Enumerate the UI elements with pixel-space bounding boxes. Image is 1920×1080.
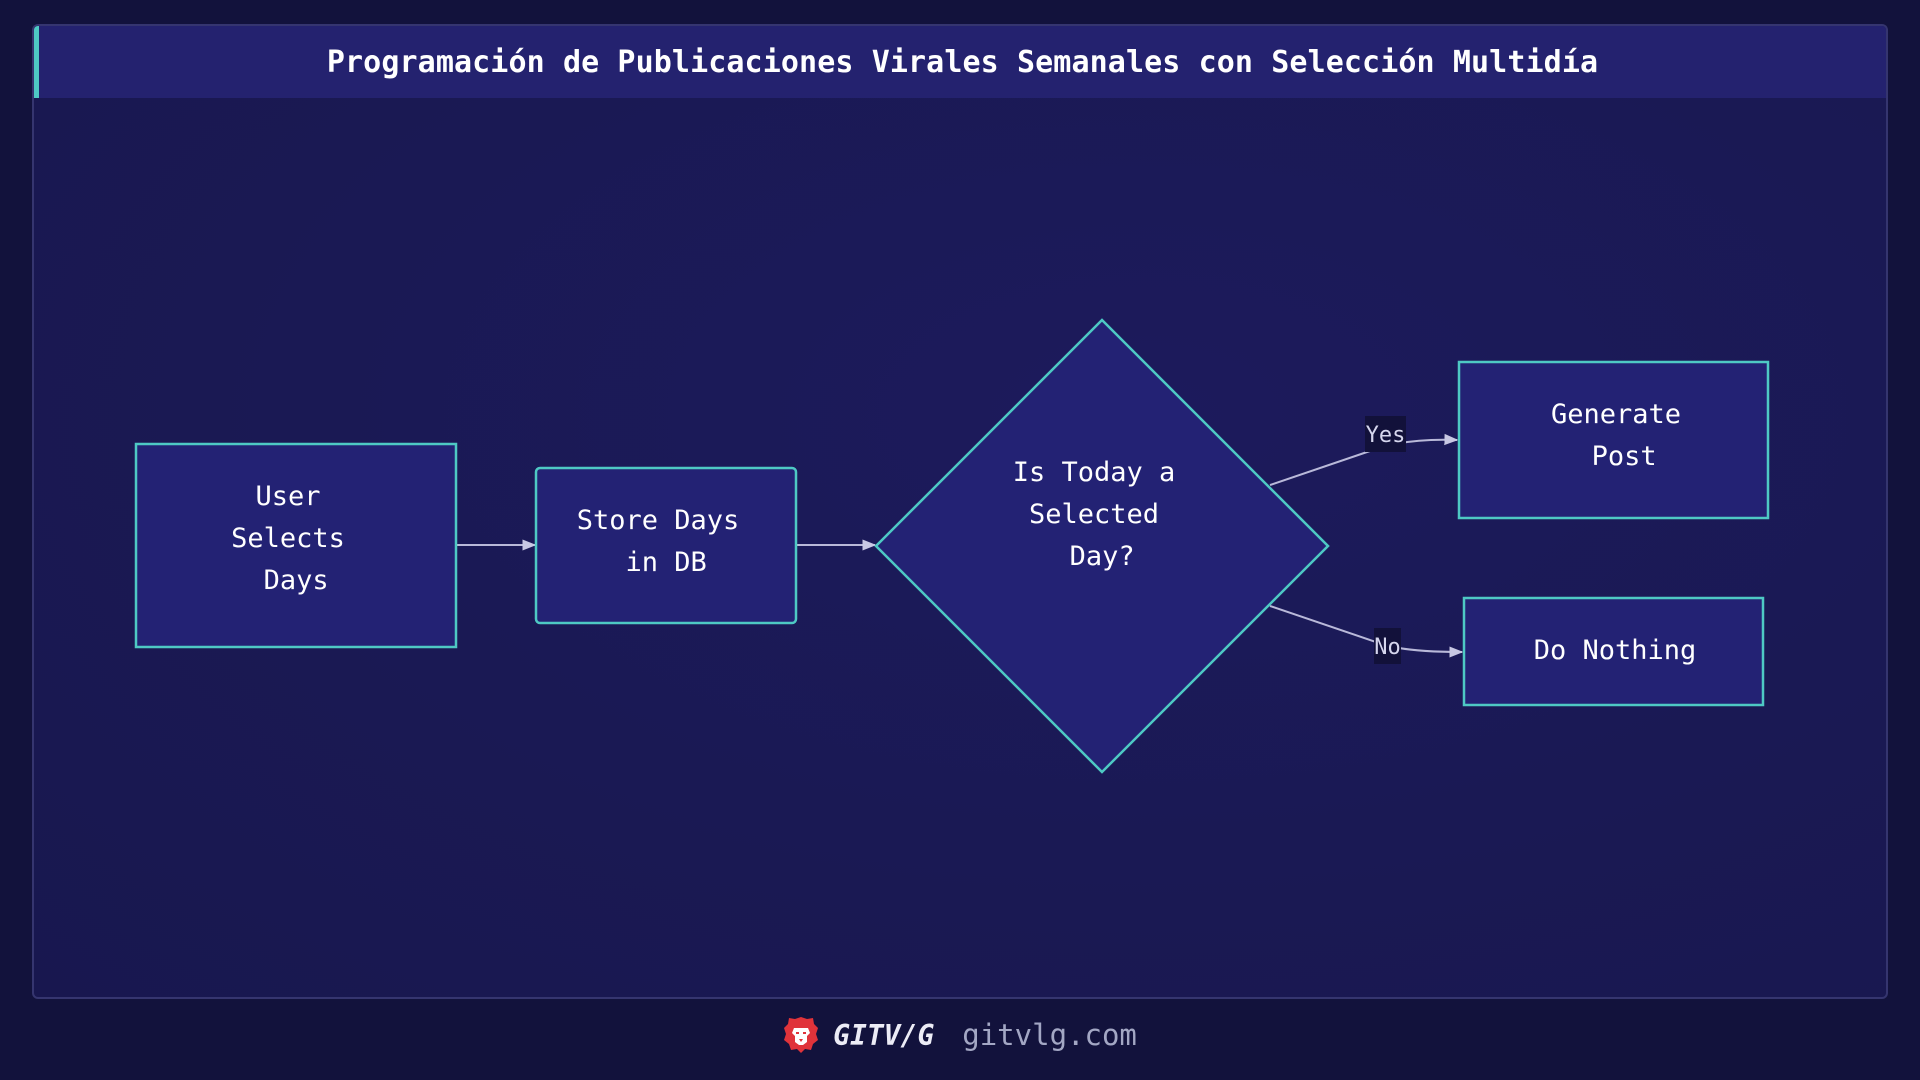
node-text-line: Do Nothing (1534, 635, 1697, 666)
node-do-nothing[interactable]: Do Nothing (1462, 596, 1765, 707)
node-generate-post[interactable]: Generate Post (1457, 360, 1770, 520)
node-text-line: Selects (231, 523, 345, 554)
node-text-line: Selected (1029, 499, 1159, 530)
node-text-line: Post (1575, 441, 1656, 472)
node-text-line: Days (247, 565, 328, 596)
title-bar: Programación de Publicaciones Virales Se… (34, 26, 1886, 98)
node-text-line: in DB (609, 547, 707, 578)
node-store-days-in-db[interactable]: Store Days in DB (534, 466, 798, 625)
brand-name: GITV/G (833, 1018, 935, 1052)
footer: GITV/G gitvlg.com (0, 1012, 1920, 1058)
node-text-line: Store Days (577, 505, 740, 536)
no-label: No (1374, 635, 1401, 660)
node-text-line: Day? (1053, 541, 1134, 572)
lion-icon (784, 1017, 819, 1053)
edge-no (1269, 605, 1464, 658)
node-text-line: Is Today a (1013, 457, 1176, 488)
node-user-selects-days[interactable]: User Selects Days (134, 442, 458, 649)
node-text-line: Generate (1551, 399, 1681, 430)
node-decision-is-today-selected[interactable]: Is Today a Selected Day? (874, 318, 1330, 774)
page-title: Programación de Publicaciones Virales Se… (326, 44, 1599, 80)
edge-label-yes: Yes (1365, 416, 1406, 452)
edge-label-no: No (1374, 628, 1401, 664)
node-text-line: User (255, 481, 320, 512)
yes-label: Yes (1366, 423, 1406, 448)
site-link[interactable]: gitvlg.com (962, 1018, 1137, 1052)
edge-yes (1269, 433, 1459, 486)
